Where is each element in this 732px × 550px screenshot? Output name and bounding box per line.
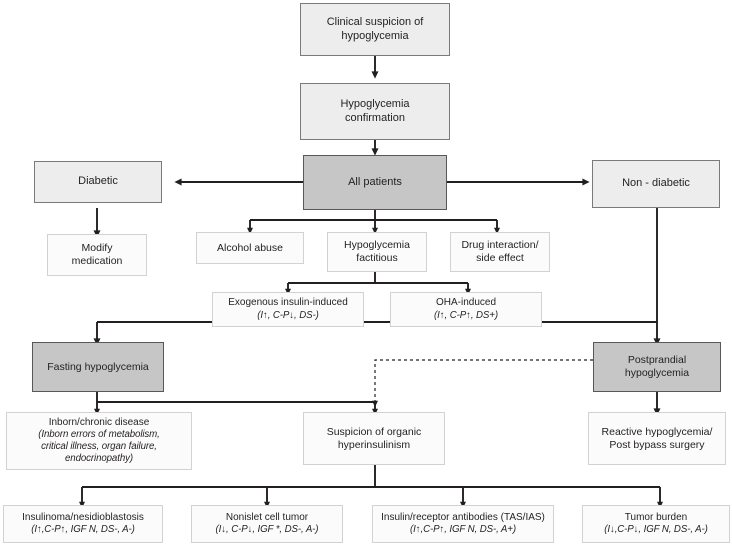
node-insulinoma-nesidioblastosis-line1: Insulinoma/nesidioblastosis xyxy=(22,511,144,523)
node-nonislet-cell-tumor-sub: (I↓, C-P↓, IGF *, DS-, A-) xyxy=(215,524,319,536)
node-reactive-hypoglycemia-line1: Reactive hypoglycemia/ xyxy=(601,425,713,438)
node-tumor-burden-sub: (I↓,C-P↓, IGF N, DS-, A-) xyxy=(604,524,708,536)
node-postprandial-hypoglycemia-line1: Postprandial xyxy=(627,354,687,367)
node-inborn-chronic-disease-sub2: critical illness, organ failure, xyxy=(41,441,157,453)
node-oha-induced-line1: OHA-induced xyxy=(435,297,497,309)
node-drug-interaction-line1: Drug interaction/ xyxy=(461,239,539,252)
node-nonislet-cell-tumor[interactable]: Nonislet cell tumor (I↓, C-P↓, IGF *, DS… xyxy=(191,505,343,543)
node-non-diabetic-label: Non - diabetic xyxy=(622,177,690,190)
node-insulinoma-nesidioblastosis-sub: (I↑,C-P↑, IGF N, DS-, A-) xyxy=(31,524,135,536)
node-modify-medication-line2: medication xyxy=(71,255,123,267)
node-nonislet-cell-tumor-line1: Nonislet cell tumor xyxy=(225,511,309,523)
node-exogenous-insulin-induced-line1: Exogenous insulin-induced xyxy=(228,297,348,309)
node-tumor-burden-line1: Tumor burden xyxy=(624,511,688,523)
node-suspicion-organic-hyperinsulinism[interactable]: Suspicion of organic hyperinsulinism xyxy=(303,412,445,465)
node-non-diabetic[interactable]: Non - diabetic xyxy=(592,160,720,208)
node-clinical-suspicion-line1: Clinical suspicion of xyxy=(326,16,424,29)
node-exogenous-insulin-induced-sub: (I↑, C-P↓, DS-) xyxy=(257,309,319,321)
node-drug-interaction-line2: side effect xyxy=(476,252,524,264)
node-oha-induced[interactable]: OHA-induced (I↑, C-P↑, DS+) xyxy=(390,292,542,327)
node-suspicion-organic-hyperinsulinism-line1: Suspicion of organic xyxy=(326,425,422,438)
node-all-patients[interactable]: All patients xyxy=(303,155,447,210)
node-hypoglycemia-factitious-line2: factitious xyxy=(356,252,398,264)
node-postprandial-hypoglycemia-line2: hypoglycemia xyxy=(624,367,690,379)
node-hypoglycemia-confirmation-line2: confirmation xyxy=(345,111,405,124)
node-fasting-hypoglycemia[interactable]: Fasting hypoglycemia xyxy=(32,342,164,392)
node-inborn-chronic-disease-sub3: endocrinopathy) xyxy=(65,453,133,464)
node-modify-medication-line1: Modify xyxy=(81,242,113,255)
node-diabetic[interactable]: Diabetic xyxy=(34,161,162,203)
node-tumor-burden[interactable]: Tumor burden (I↓,C-P↓, IGF N, DS-, A-) xyxy=(582,505,730,543)
node-all-patients-label: All patients xyxy=(348,175,402,188)
node-clinical-suspicion[interactable]: Clinical suspicion of hypoglycemia xyxy=(300,3,450,56)
node-reactive-hypoglycemia-line2: Post bypass surgery xyxy=(609,438,705,451)
node-inborn-chronic-disease-sub1: (Inborn errors of metabolism, xyxy=(38,429,160,441)
node-hypoglycemia-confirmation[interactable]: Hypoglycemia confirmation xyxy=(300,83,450,140)
node-hypoglycemia-factitious[interactable]: Hypoglycemia factitious xyxy=(327,232,427,272)
node-alcohol-abuse-label: Alcohol abuse xyxy=(217,241,283,254)
node-insulin-receptor-antibodies[interactable]: Insulin/receptor antibodies (TAS/IAS) (I… xyxy=(372,505,554,543)
node-diabetic-label: Diabetic xyxy=(78,175,118,188)
node-hypoglycemia-confirmation-line1: Hypoglycemia xyxy=(340,98,410,111)
node-fasting-hypoglycemia-label: Fasting hypoglycemia xyxy=(47,360,149,373)
node-inborn-chronic-disease-line1: Inborn/chronic disease xyxy=(48,417,150,429)
node-exogenous-insulin-induced[interactable]: Exogenous insulin-induced (I↑, C-P↓, DS-… xyxy=(212,292,364,327)
node-clinical-suspicion-line2: hypoglycemia xyxy=(341,29,409,42)
node-insulin-receptor-antibodies-sub: (I↑,C-P↑, IGF N, DS-, A+) xyxy=(410,524,516,536)
connector-postprandial-to-suspicion-dashed xyxy=(372,359,593,408)
node-insulin-receptor-antibodies-line1: Insulin/receptor antibodies (TAS/IAS) xyxy=(381,511,545,523)
node-insulinoma-nesidioblastosis[interactable]: Insulinoma/nesidioblastosis (I↑,C-P↑, IG… xyxy=(3,505,163,543)
node-postprandial-hypoglycemia[interactable]: Postprandial hypoglycemia xyxy=(593,342,721,392)
node-alcohol-abuse[interactable]: Alcohol abuse xyxy=(196,232,304,264)
node-drug-interaction[interactable]: Drug interaction/ side effect xyxy=(450,232,550,272)
node-modify-medication[interactable]: Modify medication xyxy=(47,234,147,276)
node-oha-induced-sub: (I↑, C-P↑, DS+) xyxy=(434,309,498,321)
node-suspicion-organic-hyperinsulinism-line2: hyperinsulinism xyxy=(337,438,411,451)
node-reactive-hypoglycemia[interactable]: Reactive hypoglycemia/ Post bypass surge… xyxy=(588,412,726,465)
node-inborn-chronic-disease[interactable]: Inborn/chronic disease (Inborn errors of… xyxy=(6,412,192,470)
node-hypoglycemia-factitious-line1: Hypoglycemia xyxy=(344,239,410,252)
